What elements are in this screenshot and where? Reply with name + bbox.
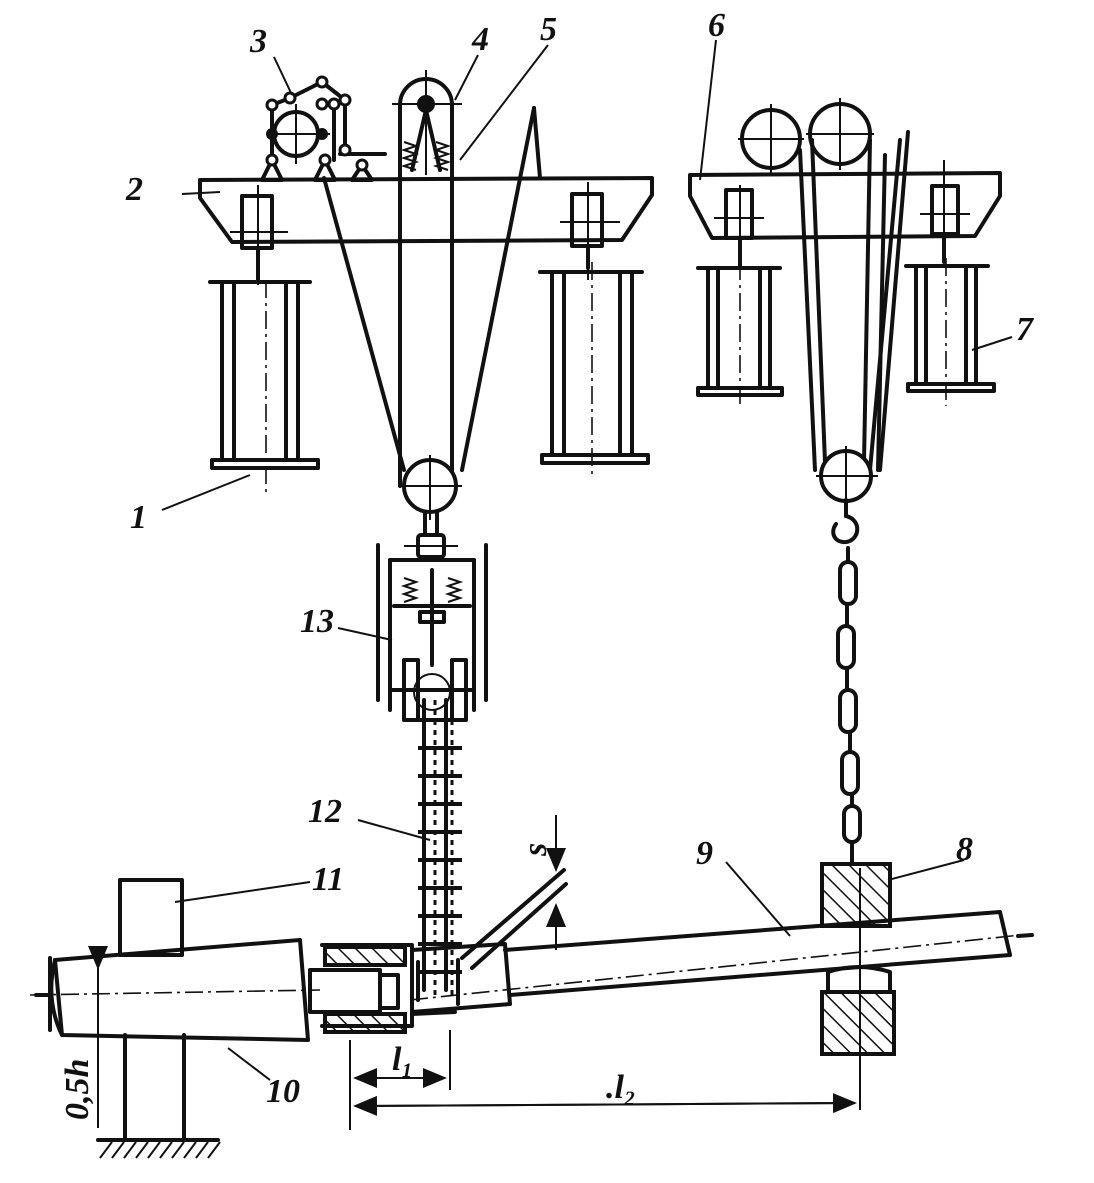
label-11: 11 xyxy=(312,861,344,898)
support-block xyxy=(820,862,896,1110)
dynamometer xyxy=(376,533,488,722)
chain-12 xyxy=(418,698,462,995)
hook xyxy=(831,498,860,545)
label-8: 8 xyxy=(956,831,973,868)
dim-l1 xyxy=(349,1030,451,1130)
base-stand xyxy=(96,1033,221,1159)
label-7: 7 xyxy=(1016,311,1035,348)
clamp-block-11 xyxy=(118,878,184,957)
part-labels: 1 2 3 4 5 6 7 8 9 10 11 12 13 s l₁ .l₂ 0… xyxy=(59,7,1035,1120)
label-6: 6 xyxy=(708,7,725,44)
right-crane-wheel-2 xyxy=(904,232,996,406)
shaft-9 xyxy=(409,910,1034,1001)
label-3: 3 xyxy=(249,23,267,60)
label-half-h: 0,5h xyxy=(59,1059,96,1120)
left-crane-wheel-1 xyxy=(208,246,320,492)
leader-lines xyxy=(161,39,1013,1081)
label-9: 9 xyxy=(696,835,713,872)
dim-l2 xyxy=(353,1093,857,1116)
spring-assembly xyxy=(400,141,452,171)
label-l1: l₁ xyxy=(392,1041,413,1078)
right-crane-wheel-1 xyxy=(696,236,784,408)
rope-system-right xyxy=(798,130,910,472)
rope-system-left xyxy=(322,106,542,488)
label-12: 12 xyxy=(308,793,342,830)
label-5: 5 xyxy=(540,11,557,48)
label-2: 2 xyxy=(125,171,143,208)
coupling-joint xyxy=(308,942,512,1034)
lower-pulley-left xyxy=(398,455,462,537)
label-s: s xyxy=(517,843,554,857)
dim-s xyxy=(460,815,568,970)
label-1: 1 xyxy=(130,499,147,536)
left-crane-wheel-2 xyxy=(538,244,650,478)
winch-drums xyxy=(738,98,874,174)
label-10: 10 xyxy=(266,1073,300,1110)
label-l2: .l₂ xyxy=(606,1069,636,1106)
upper-pulley xyxy=(392,70,462,180)
left-crane-beam xyxy=(198,176,654,285)
label-13: 13 xyxy=(300,603,334,640)
label-4: 4 xyxy=(471,21,489,58)
chain-right xyxy=(836,546,862,866)
right-crane-beam xyxy=(688,160,1002,270)
lever-mechanism xyxy=(260,75,387,182)
clamp-10 xyxy=(29,938,321,1042)
